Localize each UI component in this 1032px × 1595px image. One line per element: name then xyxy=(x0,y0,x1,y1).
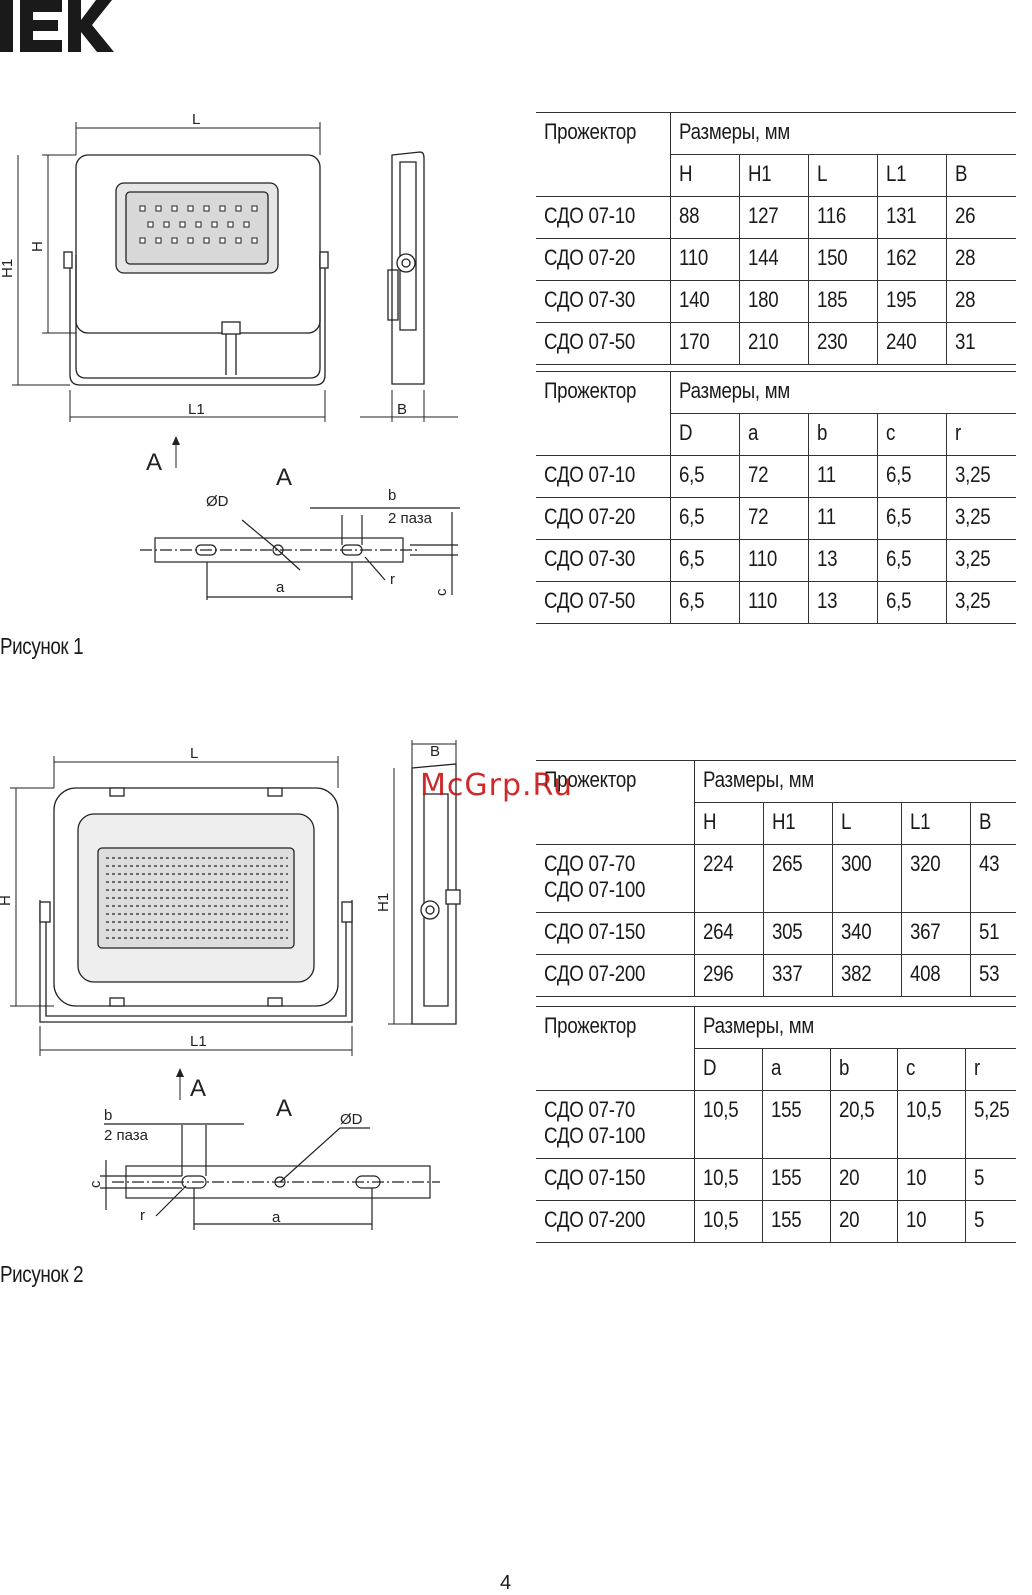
table-cell-name: СДО 07-150 xyxy=(536,1158,695,1201)
fig2-dim-L: L xyxy=(190,745,198,762)
table-cell-name: СДО 07-70 СДО 07-100 xyxy=(536,1090,695,1159)
table-2-col-name: Прожектор xyxy=(536,371,671,414)
fig2-dim-L1: L1 xyxy=(190,1033,207,1050)
table-4-col-name: Прожектор xyxy=(536,1006,695,1049)
table-4-mounting: Прожектор Размеры, мм D a b c r СДО 07-7… xyxy=(536,1006,1016,1243)
table-2-col-group: Размеры, мм xyxy=(670,371,1016,414)
fig1-dim-H: H xyxy=(29,241,46,252)
fig1-view-title: A xyxy=(276,464,292,491)
iek-logo xyxy=(0,0,115,56)
table-4-header: c xyxy=(897,1048,966,1091)
fig2-dim-r: r xyxy=(140,1207,145,1224)
table-1-header: H xyxy=(670,154,740,197)
fig2-dim-B: B xyxy=(430,743,440,760)
figure-1-drawing: L L1 B H H1 A A ØD b 2 паза a r c xyxy=(0,100,480,620)
fig1-dim-D: ØD xyxy=(206,493,229,510)
fig2-dim-D: ØD xyxy=(340,1111,363,1128)
table-1-col-group: Размеры, мм xyxy=(670,112,1016,155)
table-cell-name: СДО 07-200 xyxy=(536,954,695,997)
table-3-header: L1 xyxy=(901,802,971,845)
fig2-dim-c: c xyxy=(87,1180,104,1188)
table-cell-name: СДО 07-30 xyxy=(536,539,671,582)
table-2-header: c xyxy=(877,413,947,456)
fig1-dim-H1: H1 xyxy=(0,259,16,278)
fig1-dim-L1: L1 xyxy=(188,401,205,418)
table-1-header: H1 xyxy=(739,154,809,197)
iek-logo-graphic xyxy=(0,0,114,52)
table-cell-name: СДО 07-150 xyxy=(536,912,695,955)
table-1-header: B xyxy=(946,154,1016,197)
fig1-dim-B: B xyxy=(397,401,407,418)
table-2-header: r xyxy=(946,413,1016,456)
fig1-dim-L: L xyxy=(192,111,200,128)
watermark: McGrp.Ru xyxy=(420,768,574,803)
table-4-header: D xyxy=(694,1048,763,1091)
table-3-col-group: Размеры, мм xyxy=(694,760,1016,803)
table-2-mounting: Прожектор Размеры, мм D a b c r СДО 07-1… xyxy=(536,371,1016,624)
fig1-dim-r: r xyxy=(390,571,395,588)
table-2-header: D xyxy=(670,413,740,456)
table-4-header: b xyxy=(829,1048,898,1091)
table-4-header: r xyxy=(965,1048,1016,1091)
fig2-dim-a: a xyxy=(272,1209,281,1226)
fig2-dim-b: b xyxy=(104,1107,112,1124)
table-3-header: H1 xyxy=(763,802,833,845)
fig2-view-title: A xyxy=(276,1095,292,1122)
table-1-header: L xyxy=(808,154,878,197)
table-cell-name: СДО 07-200 xyxy=(536,1200,695,1243)
fig2-dim-H: H xyxy=(0,895,14,906)
table-cell-name: СДО 07-10 xyxy=(536,455,671,498)
table-2-header: a xyxy=(739,413,809,456)
table-cell-name: СДО 07-20 xyxy=(536,238,671,281)
table-3-dimensions: Прожектор Размеры, мм H H1 L L1 B СДО 07… xyxy=(536,760,1016,997)
fig1-slots: 2 паза xyxy=(388,510,433,527)
figure-2-drawing: L L1 B H H1 A A b 2 паза ØD a r c xyxy=(0,740,480,1250)
table-1-header: L1 xyxy=(877,154,947,197)
table-2-header: b xyxy=(808,413,878,456)
fig1-dim-c: c xyxy=(433,588,450,596)
table-3-col-name: Прожектор xyxy=(536,760,695,803)
fig1-view-arrow-label: A xyxy=(146,449,162,476)
fig2-slots: 2 паза xyxy=(104,1127,149,1144)
table-cell-name: СДО 07-20 xyxy=(536,497,671,540)
table-cell-name: СДО 07-10 xyxy=(536,196,671,239)
page-number: 4 xyxy=(500,1572,512,1594)
fig2-view-arrow-label: A xyxy=(190,1075,206,1102)
table-cell-name: СДО 07-70 СДО 07-100 xyxy=(536,844,695,913)
figure-1-caption: Рисунок 1 xyxy=(0,633,84,659)
table-4-header: a xyxy=(761,1048,830,1091)
fig1-dim-a: a xyxy=(276,579,285,596)
table-1-col-name: Прожектор xyxy=(536,112,671,155)
table-4-col-group: Размеры, мм xyxy=(694,1006,1016,1049)
figure-2-caption: Рисунок 2 xyxy=(0,1261,84,1287)
fig2-dim-H1: H1 xyxy=(375,893,392,912)
table-3-header: H xyxy=(694,802,764,845)
table-cell-name: СДО 07-50 xyxy=(536,322,671,365)
table-cell-name: СДО 07-50 xyxy=(536,581,671,624)
table-3-header: B xyxy=(970,802,1016,845)
fig1-dim-b: b xyxy=(388,487,396,504)
table-3-header: L xyxy=(832,802,902,845)
table-1-dimensions: Прожектор Размеры, мм H H1 L L1 B СДО 07… xyxy=(536,112,1016,365)
table-cell-name: СДО 07-30 xyxy=(536,280,671,323)
